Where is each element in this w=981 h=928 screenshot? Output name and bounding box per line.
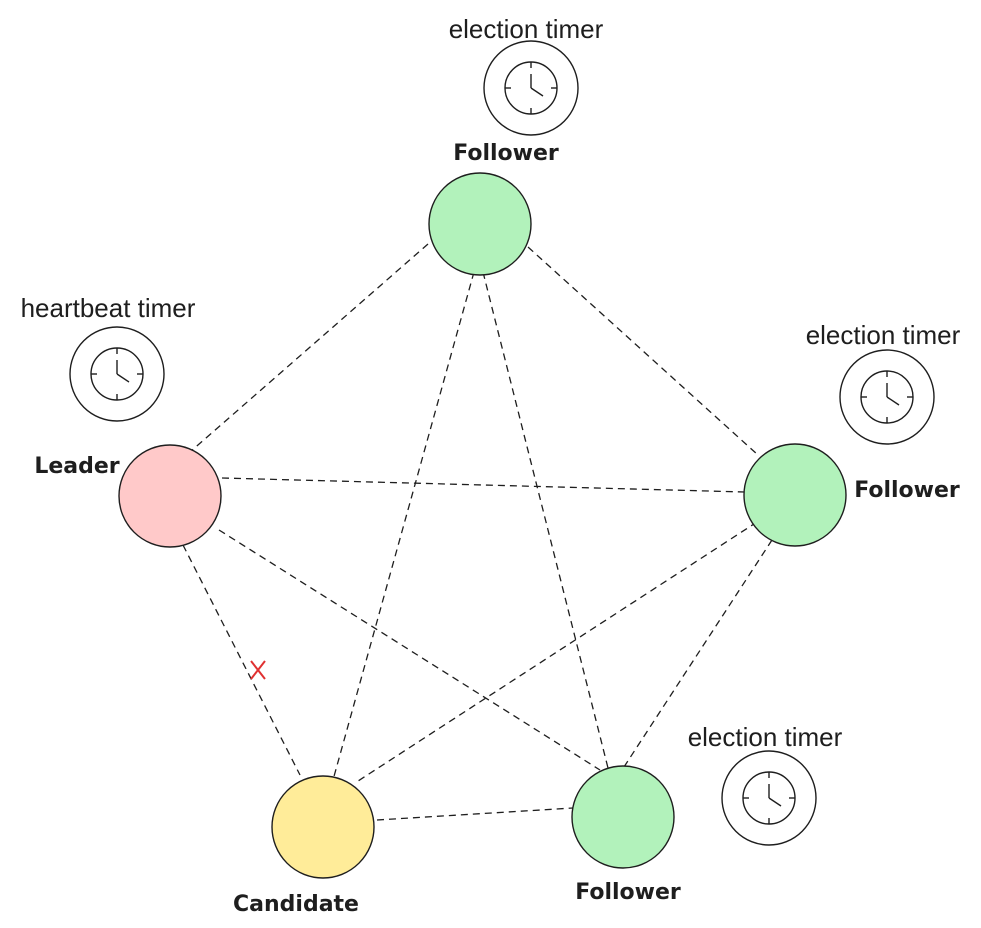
clock-icon <box>721 750 817 846</box>
timer-leader-label: heartbeat timer <box>21 293 196 323</box>
follower-right-node[interactable] <box>743 443 847 547</box>
candidate-node[interactable] <box>271 775 375 879</box>
leader-label: Leader <box>34 454 119 479</box>
link-follower-top-follower-bottom <box>482 271 609 769</box>
links <box>182 243 773 821</box>
link-leader-follower-bottom <box>218 529 601 771</box>
broken-link-cross-icon <box>250 660 266 680</box>
follower-bottom-node[interactable] <box>571 765 675 869</box>
leader-node[interactable] <box>118 444 222 548</box>
link-follower-right-follower-bottom <box>621 539 773 771</box>
clock-icon <box>69 326 165 422</box>
follower-top-label: Follower <box>453 141 559 166</box>
link-leader-candidate <box>182 544 301 776</box>
clock-icon <box>483 40 579 136</box>
link-candidate-follower-bottom <box>376 807 574 821</box>
timer-right-label: election timer <box>806 320 961 350</box>
candidate-label: Candidate <box>233 892 359 917</box>
follower-top-node[interactable] <box>428 172 532 276</box>
link-follower-top-candidate <box>332 271 475 781</box>
follower-right-label: Follower <box>854 478 960 503</box>
timer-bottom-right-label: election timer <box>688 722 843 752</box>
link-follower-right-candidate <box>354 521 758 784</box>
link-follower-top-leader <box>189 243 429 453</box>
link-follower-top-follower-right <box>527 246 759 456</box>
link-leader-follower-right <box>221 477 746 493</box>
clock-icon <box>839 349 935 445</box>
follower-bottom-label: Follower <box>575 880 681 905</box>
timer-top-label: election timer <box>449 14 604 44</box>
